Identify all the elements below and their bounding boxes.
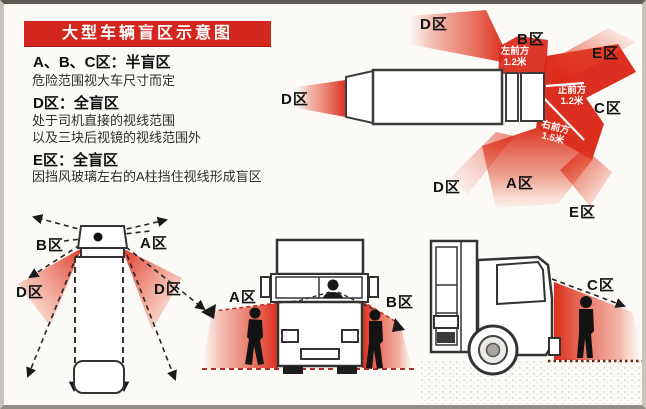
distance-front: 正前方 1.2米: [555, 85, 589, 107]
mirror-left: [260, 276, 271, 298]
blind-zone-right: [122, 248, 182, 330]
overhead-view: [18, 214, 206, 394]
distance-direction: 左前方: [500, 46, 530, 57]
top-view-label-e-top: E区: [592, 45, 620, 62]
right-front-distance-pointer: [539, 93, 585, 141]
page-title: 大型车辆盲区示意图: [61, 25, 233, 42]
legend-head-abc: A、B、C区：半盲区: [33, 54, 171, 71]
driver-sight-lines: [274, 291, 374, 310]
pedestrian-front: [577, 296, 594, 358]
legend-line-d2: 以及三块后视镜的视线范围外: [32, 130, 202, 145]
blind-zone-b: [498, 36, 548, 74]
legend-line-abc: 危险范围视大车尺寸而定: [32, 73, 176, 88]
ground-texture: [418, 360, 642, 404]
front-view-label-a: A区: [229, 289, 257, 306]
headlight-left: [281, 329, 299, 343]
blind-zone-c-front: [554, 282, 640, 360]
front-step: [548, 337, 561, 356]
legend-line-e: 因挡风玻璃左右的A柱挡住视线形成盲区: [32, 169, 262, 184]
wheel: [467, 324, 519, 376]
side-view: [429, 239, 643, 376]
mirror-right: [368, 276, 379, 298]
title-banner: 大型车辆盲区示意图: [24, 21, 271, 46]
top-view-label-c: C区: [594, 100, 622, 117]
truck-rear: [345, 69, 374, 125]
distance-value: 1.2米: [503, 56, 527, 68]
blind-zone-d-lower: [448, 132, 514, 194]
overhead-label-d-left: D区: [16, 284, 44, 301]
overhead-truck: [73, 225, 129, 394]
overhead-label-b: B区: [36, 237, 64, 254]
overhead-cab-base: [80, 247, 125, 258]
left-arrowhead: [201, 304, 216, 319]
blind-zone-e-upper: [548, 28, 636, 84]
chassis-box: [433, 315, 459, 329]
truck-cab-back: [505, 72, 519, 122]
top-view-label-d-top: D区: [420, 16, 448, 33]
distance-value: 1.2米: [560, 95, 584, 107]
driver-silhouette: [323, 279, 343, 298]
overhead-label-d-right: D区: [154, 281, 182, 298]
right-arrowhead: [392, 318, 405, 332]
overhead-body: [75, 257, 123, 363]
driver-dot: [93, 232, 103, 242]
top-view-label-d-rear: D区: [281, 91, 309, 108]
blind-zone-d-rear: [296, 80, 346, 117]
top-view-label-b: B区: [517, 31, 545, 48]
top-view-blind-zones: [296, 10, 636, 208]
wheel-left: [283, 366, 303, 374]
front-view-label-b: B区: [386, 294, 414, 311]
top-view-label-a: A区: [506, 175, 534, 192]
overhead-label-a: A区: [140, 235, 168, 252]
truck-body: [371, 68, 504, 126]
fuel-tank: [437, 332, 455, 343]
top-view-label-d-bottom: D区: [433, 179, 461, 196]
blind-zone-a: [482, 128, 592, 208]
pedestrian-right: [366, 309, 383, 369]
sight-lines: [26, 214, 206, 393]
front-view: [201, 238, 414, 374]
headlight-right: [341, 329, 359, 343]
side-truck: [429, 239, 561, 357]
top-view-truck: [345, 68, 545, 126]
truck-cab: [520, 72, 545, 122]
wheel-right: [337, 366, 357, 374]
sight-arrow: [551, 278, 626, 308]
blind-zone-e-lower: [560, 148, 612, 206]
cab-window: [496, 260, 547, 306]
legend-head-d: D区：全盲区: [33, 95, 119, 112]
distance-left-front: 左前方 1.2米: [497, 46, 533, 68]
blind-zone-d-top: [408, 10, 505, 62]
legend-line-d1: 处于司机直接的视线范围: [32, 113, 176, 128]
distance-direction: 正前方: [557, 85, 587, 96]
legend-head-e: E区：全盲区: [33, 152, 119, 169]
front-distance-pointer: [545, 81, 585, 88]
blind-zone-left: [18, 248, 82, 326]
bumper-slot: [300, 348, 340, 360]
front-truck: [260, 238, 379, 368]
pedestrian-left: [245, 307, 264, 365]
cargo-box: [275, 238, 365, 276]
overhead-body-tail: [73, 360, 125, 394]
top-view-label-e-bottom: E区: [569, 204, 597, 221]
side-view-label-c: C区: [587, 277, 615, 294]
